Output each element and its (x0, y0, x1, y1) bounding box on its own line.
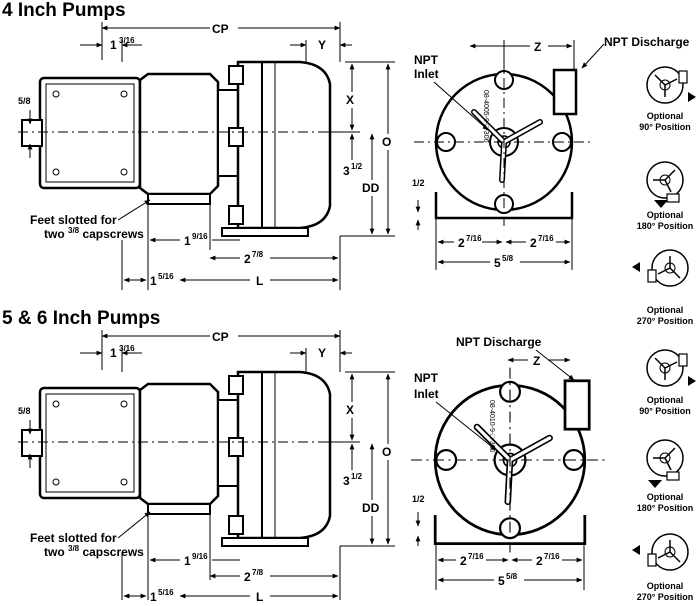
position-90-label: 90° Position (639, 122, 691, 132)
dim-5-5-8-4-frac: 5/8 (502, 254, 514, 263)
dim-2-7-16-left-5-6-frac: 7/16 (468, 552, 484, 561)
npt-label-4-inch: NPT (414, 53, 439, 67)
dim-1-5-16: 1 (150, 274, 157, 288)
dim-2-7-16-right-4: 2 (530, 236, 537, 250)
l-label-bottom: L (256, 590, 263, 604)
dim-3-1-2-bottom-frac: 1/2 (351, 472, 363, 481)
part-number-5-6-inch: 08-4010-9-□-306 (488, 400, 495, 453)
z-label-4-inch: Z (534, 40, 541, 54)
dim-1-9-16: 1 (184, 234, 191, 248)
y-label-bottom: Y (318, 346, 326, 360)
dim-1-2-5-6-inch: 1/2 (412, 494, 425, 504)
side-view-5-6-inch (16, 370, 340, 548)
dim-5-5-8-5-6-frac: 5/8 (506, 572, 518, 581)
cp-label: CP (212, 22, 229, 36)
option-270-top: Optional 270° Position (632, 249, 694, 326)
npt-discharge-label-5-6-inch: NPT Discharge (456, 335, 542, 349)
inlet-label-5-6-inch: Inlet (414, 387, 439, 401)
section-title-5-6-inch: 5 & 6 Inch Pumps (2, 308, 161, 329)
dim-3-1-2-frac: 1/2 (351, 162, 363, 171)
dim-1-5-16-bottom: 1 (150, 590, 157, 604)
dd-label: DD (362, 181, 380, 195)
dim-2-7-16-left-4-frac: 7/16 (466, 234, 482, 243)
dim-1-3-16: 1 (110, 38, 117, 52)
feet-note-bottom-line1: Feet slotted for (30, 531, 117, 545)
section-title-4-inch: 4 Inch Pumps (2, 0, 126, 21)
npt-discharge-label-4-inch: NPT Discharge (604, 35, 690, 49)
front-view-5-6-inch (411, 368, 609, 553)
dim-2-7-16-right-5-6-frac: 7/16 (544, 552, 560, 561)
position-270-label: 270° Position (637, 316, 694, 326)
dim-2-7-16-left-5-6: 2 (460, 554, 467, 568)
o-label-bottom: O (382, 445, 391, 459)
dim-1-9-16-bottom-frac: 9/16 (192, 552, 208, 561)
y-label: Y (318, 38, 326, 52)
dim-1-3-16-frac: 3/16 (119, 36, 135, 45)
dim-3-1-2-bottom: 3 (343, 474, 350, 488)
option-180-bottom: Optional 180° Position (637, 439, 694, 513)
dim-5-5-8-5-6: 5 (498, 574, 505, 588)
dd-label-bottom: DD (362, 501, 380, 515)
dim-2-7-8: 2 (244, 252, 251, 266)
npt-label-5-6-inch: NPT (414, 371, 439, 385)
feet-note-bottom-line2: two 3/8 capscrews (44, 544, 144, 559)
position-270-label: 270° Position (637, 592, 694, 602)
optional-label: Optional (647, 111, 684, 121)
dim-1-9-16-frac: 9/16 (192, 232, 208, 241)
dim-1-2-4-inch: 1/2 (412, 178, 425, 188)
dim-3-1-2: 3 (343, 164, 350, 178)
dim-2-7-8-bottom: 2 (244, 570, 251, 584)
dim-5-8-bottom: 5/8 (18, 406, 31, 416)
feet-note-line1: Feet slotted for (30, 213, 117, 227)
dim-2-7-16-left-4: 2 (458, 236, 465, 250)
optional-label: Optional (647, 581, 684, 591)
position-180-label: 180° Position (637, 221, 694, 231)
optional-label: Optional (647, 210, 684, 220)
dim-1-9-16-bottom: 1 (184, 554, 191, 568)
l-label: L (256, 274, 263, 288)
optional-label: Optional (647, 492, 684, 502)
dim-2-7-8-bottom-frac: 7/8 (252, 568, 264, 577)
option-90-top: Optional 90° Position (639, 66, 696, 132)
inlet-label-4-inch: Inlet (414, 67, 439, 81)
position-90-label: 90° Position (639, 406, 691, 416)
position-180-label: 180° Position (637, 503, 694, 513)
feet-note-line2: two 3/8 capscrews (44, 226, 144, 241)
x-label-bottom: X (346, 403, 354, 417)
dim-5-8: 5/8 (18, 96, 31, 106)
optional-label: Optional (647, 305, 684, 315)
front-view-4-inch (414, 58, 594, 226)
dim-1-5-16-frac: 5/16 (158, 272, 174, 281)
dim-2-7-16-right-5-6: 2 (536, 554, 543, 568)
side-view-4-inch (16, 60, 340, 238)
dim-1-3-16-bottom: 1 (110, 346, 117, 360)
option-90-bottom: Optional 90° Position (639, 349, 696, 416)
dim-1-3-16-bottom-frac: 3/16 (119, 344, 135, 353)
dim-2-7-16-right-4-frac: 7/16 (538, 234, 554, 243)
dim-5-5-8-4: 5 (494, 256, 501, 270)
dim-1-5-16-bottom-frac: 5/16 (158, 588, 174, 597)
x-label: X (346, 93, 354, 107)
option-270-bottom: Optional 270° Position (632, 533, 694, 602)
cp-label-bottom: CP (212, 330, 229, 344)
part-number-4-inch: 08-4005-9-□-306 (482, 90, 489, 143)
z-label-5-6-inch: Z (533, 354, 540, 368)
dim-2-7-8-frac: 7/8 (252, 250, 264, 259)
option-180-top: Optional 180° Position (637, 161, 694, 231)
optional-label: Optional (647, 395, 684, 405)
o-label: O (382, 135, 391, 149)
